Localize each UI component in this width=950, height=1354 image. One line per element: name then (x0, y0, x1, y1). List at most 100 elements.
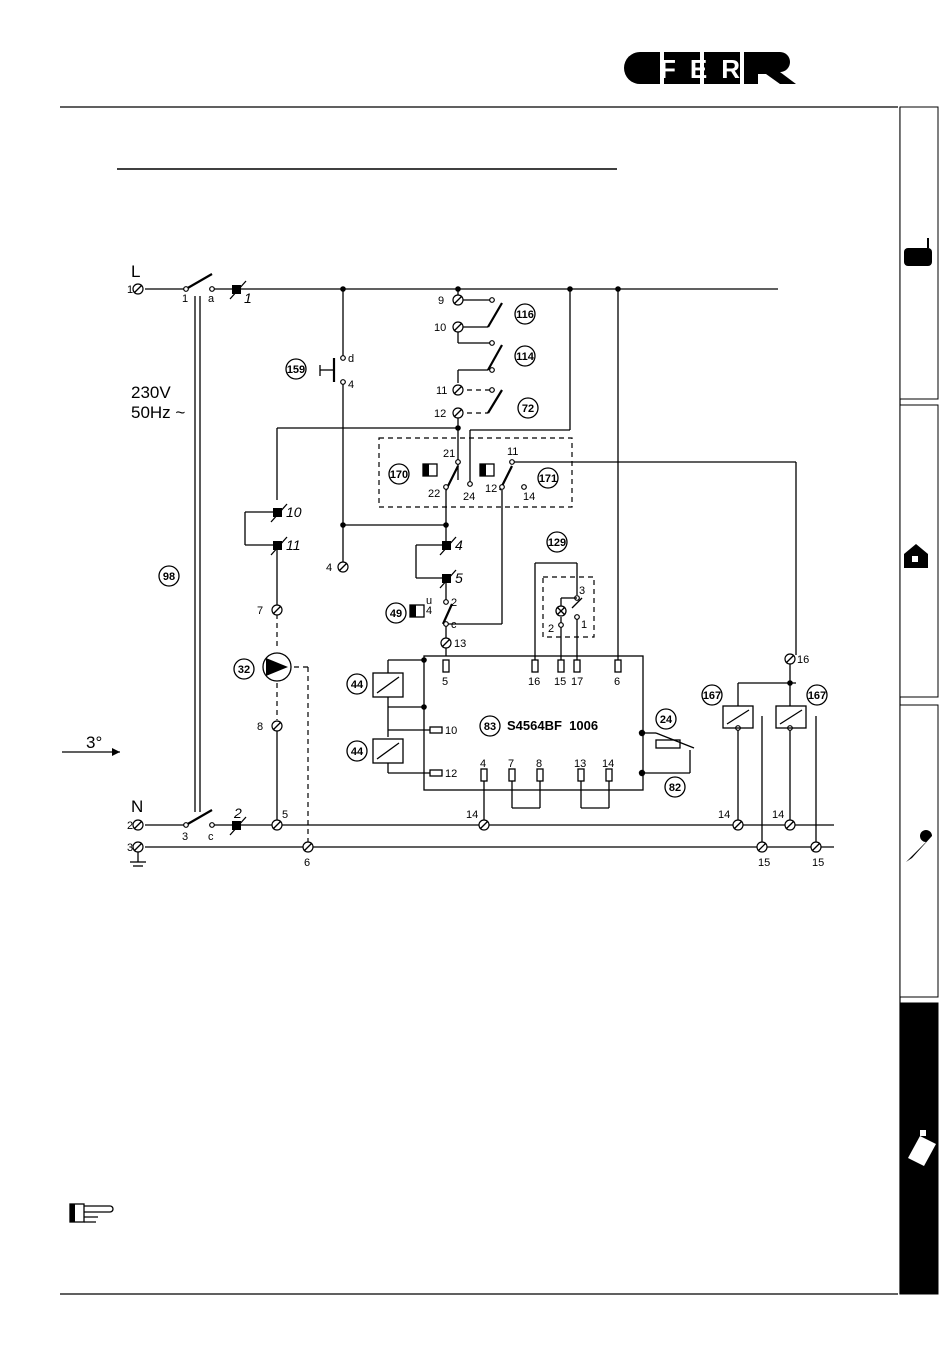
svg-text:14: 14 (602, 758, 614, 770)
svg-text:16: 16 (797, 654, 809, 666)
svg-text:83: 83 (484, 721, 496, 733)
bubble-116: 116 (515, 304, 535, 324)
svg-text:116: 116 (516, 309, 534, 321)
svg-text:170: 170 (390, 469, 408, 481)
svg-text:114: 114 (516, 351, 535, 363)
svg-text:4: 4 (455, 537, 463, 553)
svg-text:49: 49 (390, 608, 402, 620)
svg-text:44: 44 (351, 746, 364, 758)
svg-text:6: 6 (614, 676, 620, 688)
svg-text:17: 17 (571, 676, 583, 688)
pointing-hand-icon (70, 1204, 113, 1222)
svg-text:72: 72 (522, 403, 534, 415)
svg-text:15: 15 (758, 857, 770, 869)
svg-text:11: 11 (436, 385, 447, 397)
svg-text:2: 2 (233, 805, 242, 821)
svg-text:14: 14 (466, 809, 478, 821)
svg-text:21: 21 (443, 448, 455, 460)
side-tabs[interactable] (900, 107, 938, 1294)
svg-text:22: 22 (428, 488, 440, 500)
label-frequency: 50Hz ~ (131, 403, 185, 422)
svg-text:u: u (426, 595, 432, 607)
svg-text:3: 3 (182, 831, 188, 843)
bubble-32: 32 (234, 659, 254, 679)
svg-text:5: 5 (442, 676, 448, 688)
pushbutton-159 (320, 358, 334, 382)
svg-text:9: 9 (438, 295, 444, 307)
bubble-72: 72 (518, 398, 538, 418)
brand-logo: FER (624, 52, 796, 84)
label-L: L (131, 262, 140, 281)
tab-wrench[interactable] (900, 705, 938, 997)
svg-text:12: 12 (445, 768, 457, 780)
svg-text:10: 10 (434, 322, 446, 334)
svg-text:4: 4 (348, 379, 354, 391)
svg-text:10: 10 (286, 504, 302, 520)
junctions (340, 286, 793, 776)
bubble-167b: 167 (807, 685, 827, 705)
bubble-44b: 44 (347, 741, 367, 761)
svg-text:1: 1 (127, 284, 133, 296)
svg-text:167: 167 (808, 690, 826, 702)
svg-text:16: 16 (528, 676, 540, 688)
bubble-44a: 44 (347, 674, 367, 694)
svg-text:15: 15 (812, 857, 824, 869)
svg-text:8: 8 (536, 758, 542, 770)
label-voltage: 230V (131, 383, 171, 402)
svg-text:15: 15 (554, 676, 566, 688)
svg-text:24: 24 (463, 491, 475, 503)
svg-text:1: 1 (581, 619, 587, 631)
bubble-82: 82 (665, 777, 685, 797)
svg-text:14: 14 (523, 491, 535, 503)
svg-text:5: 5 (282, 809, 288, 821)
bubble-171: 171 (538, 468, 558, 488)
svg-text:7: 7 (508, 758, 514, 770)
svg-text:d: d (348, 353, 354, 365)
bubble-159: 159 (286, 359, 306, 379)
label-phase-note: 3° (86, 733, 102, 752)
svg-text:c: c (208, 831, 214, 843)
svg-text:44: 44 (351, 679, 364, 691)
svg-text:13: 13 (574, 758, 586, 770)
svg-text:11: 11 (286, 537, 301, 553)
svg-text:14: 14 (772, 809, 784, 821)
svg-text:c: c (451, 619, 457, 631)
svg-text:5: 5 (455, 570, 463, 586)
svg-text:98: 98 (163, 571, 175, 583)
svg-text:2: 2 (127, 820, 133, 832)
svg-text:1: 1 (244, 290, 252, 306)
bubble-24: 24 (656, 709, 676, 729)
svg-text:12: 12 (485, 483, 497, 495)
bubble-129: 129 (547, 532, 567, 552)
thermostat-labels: 1 2 10 11 4 5 (233, 290, 463, 821)
svg-text:3: 3 (579, 585, 585, 597)
svg-text:12: 12 (434, 408, 446, 420)
bubble-98: 98 (159, 566, 179, 586)
svg-text:4: 4 (480, 758, 486, 770)
svg-text:82: 82 (669, 782, 681, 794)
svg-text:24: 24 (660, 714, 673, 726)
svg-text:2: 2 (451, 597, 457, 609)
svg-text:6: 6 (304, 857, 310, 869)
bubble-83: 83 (480, 716, 500, 736)
logo-text: FER (660, 54, 754, 84)
svg-text:129: 129 (548, 537, 566, 549)
svg-text:13: 13 (454, 638, 466, 650)
svg-text:167: 167 (703, 690, 721, 702)
label-N: N (131, 797, 143, 816)
bubble-114: 114 (515, 346, 535, 366)
svg-text:7: 7 (257, 605, 263, 617)
svg-text:a: a (208, 293, 215, 305)
svg-text:171: 171 (539, 473, 557, 485)
bubble-170: 170 (389, 464, 409, 484)
svg-text:14: 14 (718, 809, 730, 821)
terminals (133, 284, 821, 852)
svg-text:159: 159 (287, 364, 305, 376)
svg-text:11: 11 (507, 446, 518, 458)
svg-text:1: 1 (182, 293, 188, 305)
svg-text:10: 10 (445, 725, 457, 737)
bubble-167a: 167 (702, 685, 722, 705)
svg-text:32: 32 (238, 664, 250, 676)
terminal-labels: 1 2 3 1 a 3 c 9 10 11 12 7 8 5 6 14 14 1… (127, 284, 824, 869)
